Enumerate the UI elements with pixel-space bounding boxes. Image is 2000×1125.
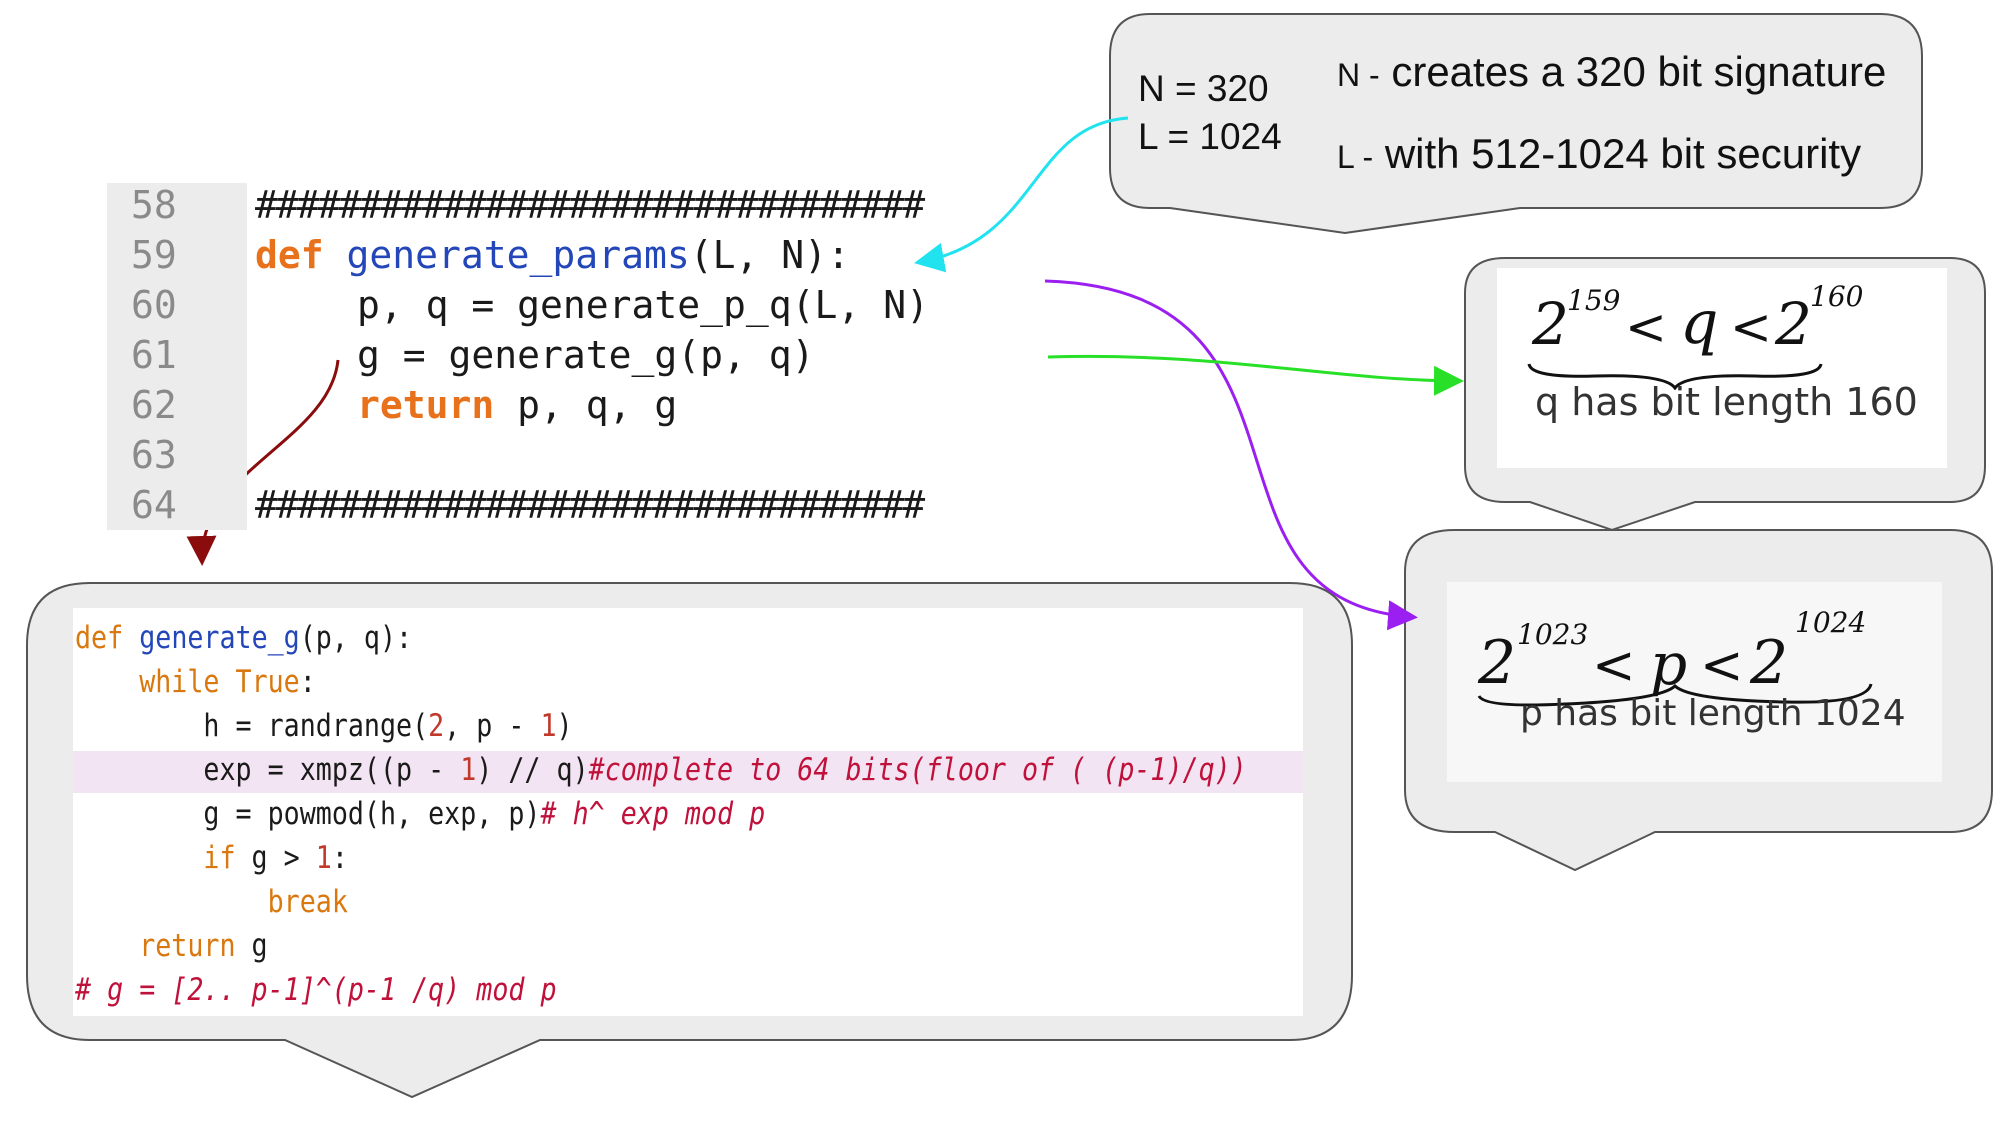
params-bubble: [1109, 13, 1923, 235]
q-note-exp2: 160: [1810, 280, 1864, 313]
line-number-gutter: [107, 183, 247, 530]
line-number: 60: [131, 283, 177, 327]
code-line-59: def generate_params(L, N):: [255, 233, 850, 277]
l-prefix: L -: [1337, 139, 1374, 175]
p-note-base1: 2: [1478, 628, 1517, 698]
code-line-comment: # g = [2.. p-1]^(p-1 /q) mod p: [75, 972, 557, 1008]
n-desc-line: N - creates a 320 bit signature: [1337, 48, 1886, 96]
p-note-var: p: [1650, 630, 1688, 698]
line-number: 62: [131, 383, 177, 427]
hash-rule-bottom: ################################: [255, 483, 925, 527]
line-number: 58: [131, 183, 177, 227]
line-number: 63: [131, 433, 177, 477]
q-note-brace: [1527, 363, 1823, 390]
highlighted-line: [73, 751, 1303, 793]
line-number: 61: [131, 333, 177, 377]
q-note-exp1: 159: [1567, 284, 1621, 317]
line-number: 59: [131, 233, 177, 277]
function-name: generate_params: [346, 233, 690, 277]
code-line-while: while True:: [139, 664, 316, 700]
l-desc-line: L - with 512-1024 bit security: [1337, 130, 1861, 178]
code-line-powmod: g = powmod(h, exp, p)# h^ exp mod p: [203, 796, 766, 832]
code-line-randrange: h = randrange(2, p - 1): [203, 708, 573, 744]
code-line-62: return p, q, g: [357, 383, 677, 427]
l-value: L = 1024: [1138, 116, 1282, 157]
p-note-paper: [1447, 582, 1942, 782]
code-line-60: p, q = generate_p_q(L, N): [357, 283, 929, 327]
q-note-var: q: [1680, 288, 1719, 358]
p-note-brace: [1477, 683, 1873, 707]
def-keyword: def: [255, 233, 324, 277]
q-note-lt1: <: [1625, 298, 1667, 356]
function-args: (L, N):: [689, 233, 850, 277]
q-note-base2: 2: [1775, 290, 1812, 358]
return-keyword: return: [357, 383, 495, 427]
code-panel-generate-params: 58 59 60 61 62 63 64 ###################…: [107, 183, 1037, 530]
hash-rule-top: ################################: [255, 183, 925, 227]
p-note-caption: p has bit length 1024: [1520, 693, 1906, 734]
p-note-exp2: 1024: [1795, 606, 1867, 639]
l-desc: with 512-1024 bit security: [1384, 130, 1862, 177]
q-note-lt2: <: [1730, 298, 1772, 356]
code-line-def: def generate_g(p, q):: [75, 620, 413, 656]
arrow-purple: [1044, 279, 1418, 631]
n-desc: creates a 320 bit signature: [1391, 48, 1887, 95]
code-line-61: g = generate_g(p, q): [357, 333, 815, 377]
line-number: 64: [131, 483, 177, 527]
code-panel-generate-g: def generate_g(p, q): while True: h = ra…: [73, 608, 1303, 1016]
return-values: p, q, g: [494, 383, 678, 427]
p-note-lt2: <: [1700, 636, 1744, 696]
code-line-if: if g > 1:: [203, 840, 348, 876]
arrow-green: [1047, 354, 1464, 396]
n-prefix: N -: [1337, 57, 1380, 93]
q-note-paper: [1497, 268, 1947, 468]
p-note-exp1: 1023: [1517, 618, 1589, 651]
code-line-return: return g: [139, 928, 268, 964]
code-line-exp: exp = xmpz((p - 1) // q)#complete to 64 …: [203, 752, 1247, 788]
n-value: N = 320: [1138, 68, 1269, 109]
code-line-break: break: [267, 884, 348, 920]
p-note-lt1: <: [1592, 636, 1636, 696]
q-note-base1: 2: [1532, 290, 1569, 358]
q-note-caption: q has bit length 160: [1535, 380, 1918, 424]
arrow-cyan: [914, 116, 1129, 273]
p-note-base2: 2: [1750, 628, 1789, 698]
